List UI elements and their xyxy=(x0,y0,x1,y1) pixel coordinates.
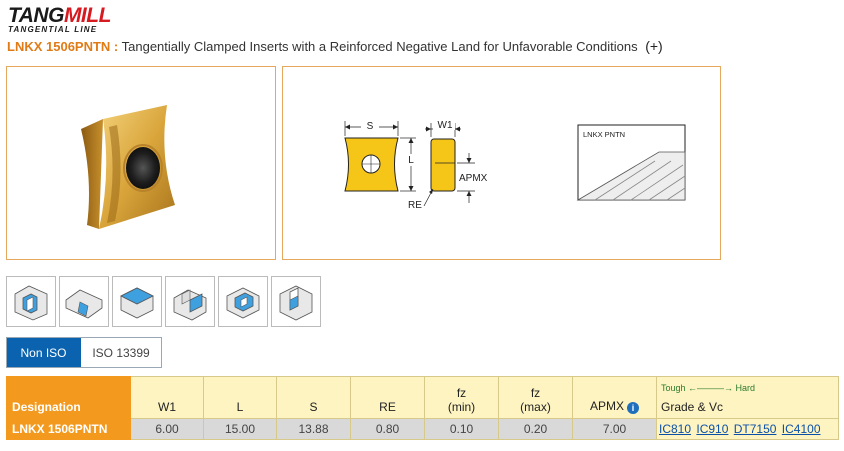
header-fz-min-sub: (min) xyxy=(447,400,476,414)
specs-table: Designation W1 L S RE fz(min) fz(max) AP… xyxy=(6,376,839,440)
product-description: Tangentially Clamped Inserts with a Rein… xyxy=(121,39,638,54)
header-l: L xyxy=(203,376,277,419)
tangmill-logo: TANGMILL TANGENTIAL LINE xyxy=(8,5,128,35)
cell-designation: LNKX 1506PNTN xyxy=(6,418,131,440)
dim-label-w1: W1 xyxy=(438,120,453,131)
header-fz-max-sub: (max) xyxy=(520,400,551,414)
grade-link-ic810[interactable]: IC810 xyxy=(659,422,692,436)
header-fz-max-label: fz xyxy=(530,386,541,400)
brand-tagline: TANGENTIAL LINE xyxy=(8,25,98,34)
product-code: LNKX 1506PNTN : xyxy=(7,39,119,54)
cell-l: 15.00 xyxy=(203,418,277,440)
insert-profile-view: LNKX PNTN xyxy=(576,124,686,201)
cell-apmx: 7.00 xyxy=(572,418,657,440)
header-fz-min-label: fz xyxy=(456,386,467,400)
cell-grades: IC810 IC910 DT7150 IC4100 xyxy=(656,418,839,440)
grade-link-ic910[interactable]: IC910 xyxy=(696,422,729,436)
grade-scale: Tough ←———→ Hard xyxy=(661,383,756,393)
dim-label-s: S xyxy=(367,121,374,132)
brand-name-part1: TANG xyxy=(8,4,64,27)
info-icon[interactable]: i xyxy=(627,402,639,414)
application-ramping-icon[interactable] xyxy=(59,276,109,327)
cell-fz-max: 0.20 xyxy=(498,418,573,440)
tab-non-iso[interactable]: Non ISO xyxy=(7,338,81,367)
insert-drawing: S L W1 APMX xyxy=(344,119,686,211)
header-fz-max: fz(max) xyxy=(498,376,573,419)
header-fz-min: fz(min) xyxy=(424,376,499,419)
product-image-panel xyxy=(6,66,276,260)
header-re: RE xyxy=(350,376,425,419)
table-row: LNKX 1506PNTN 6.00 15.00 13.88 0.80 0.10… xyxy=(6,418,839,440)
standard-toggle: Non ISO ISO 13399 xyxy=(6,337,162,368)
grade-link-dt7150[interactable]: DT7150 xyxy=(733,422,777,436)
dim-label-apmx: APMX xyxy=(459,173,488,184)
profile-title: LNKX PNTN xyxy=(583,130,625,139)
grade-title: Grade & Vc xyxy=(661,400,724,414)
cell-re: 0.80 xyxy=(350,418,425,440)
application-pocketing-icon[interactable] xyxy=(218,276,268,327)
dim-label-re: RE xyxy=(408,200,422,211)
header-w1: W1 xyxy=(130,376,204,419)
insert-side-view: W1 APMX RE xyxy=(408,119,488,211)
tab-iso-13399[interactable]: ISO 13399 xyxy=(81,338,161,367)
brand-name-part2: MILL xyxy=(63,4,111,27)
application-plunging-icon[interactable] xyxy=(271,276,321,327)
table-header-row: Designation W1 L S RE fz(min) fz(max) AP… xyxy=(6,376,839,419)
technical-drawing-panel: S L W1 APMX xyxy=(282,66,721,260)
header-apmx-label: APMX xyxy=(589,399,624,413)
insert-photo xyxy=(81,105,175,229)
header-designation: Designation xyxy=(6,376,131,419)
application-slotting-icon[interactable] xyxy=(6,276,56,327)
expand-button[interactable]: (+) xyxy=(645,38,663,54)
cell-w1: 6.00 xyxy=(130,418,204,440)
application-shoulder-milling-icon[interactable] xyxy=(165,276,215,327)
product-title: LNKX 1506PNTN : Tangentially Clamped Ins… xyxy=(7,38,663,54)
application-face-milling-icon[interactable] xyxy=(112,276,162,327)
cell-fz-min: 0.10 xyxy=(424,418,499,440)
cell-s: 13.88 xyxy=(276,418,351,440)
header-grade: Tough ←———→ Hard Grade & Vc xyxy=(656,376,839,419)
brand-name: TANGMILL xyxy=(8,5,128,26)
grade-link-ic4100[interactable]: IC4100 xyxy=(781,422,821,436)
insert-front-view: S L xyxy=(344,120,418,192)
header-s: S xyxy=(276,376,351,419)
dim-label-l: L xyxy=(408,155,414,166)
application-icons xyxy=(6,276,321,327)
